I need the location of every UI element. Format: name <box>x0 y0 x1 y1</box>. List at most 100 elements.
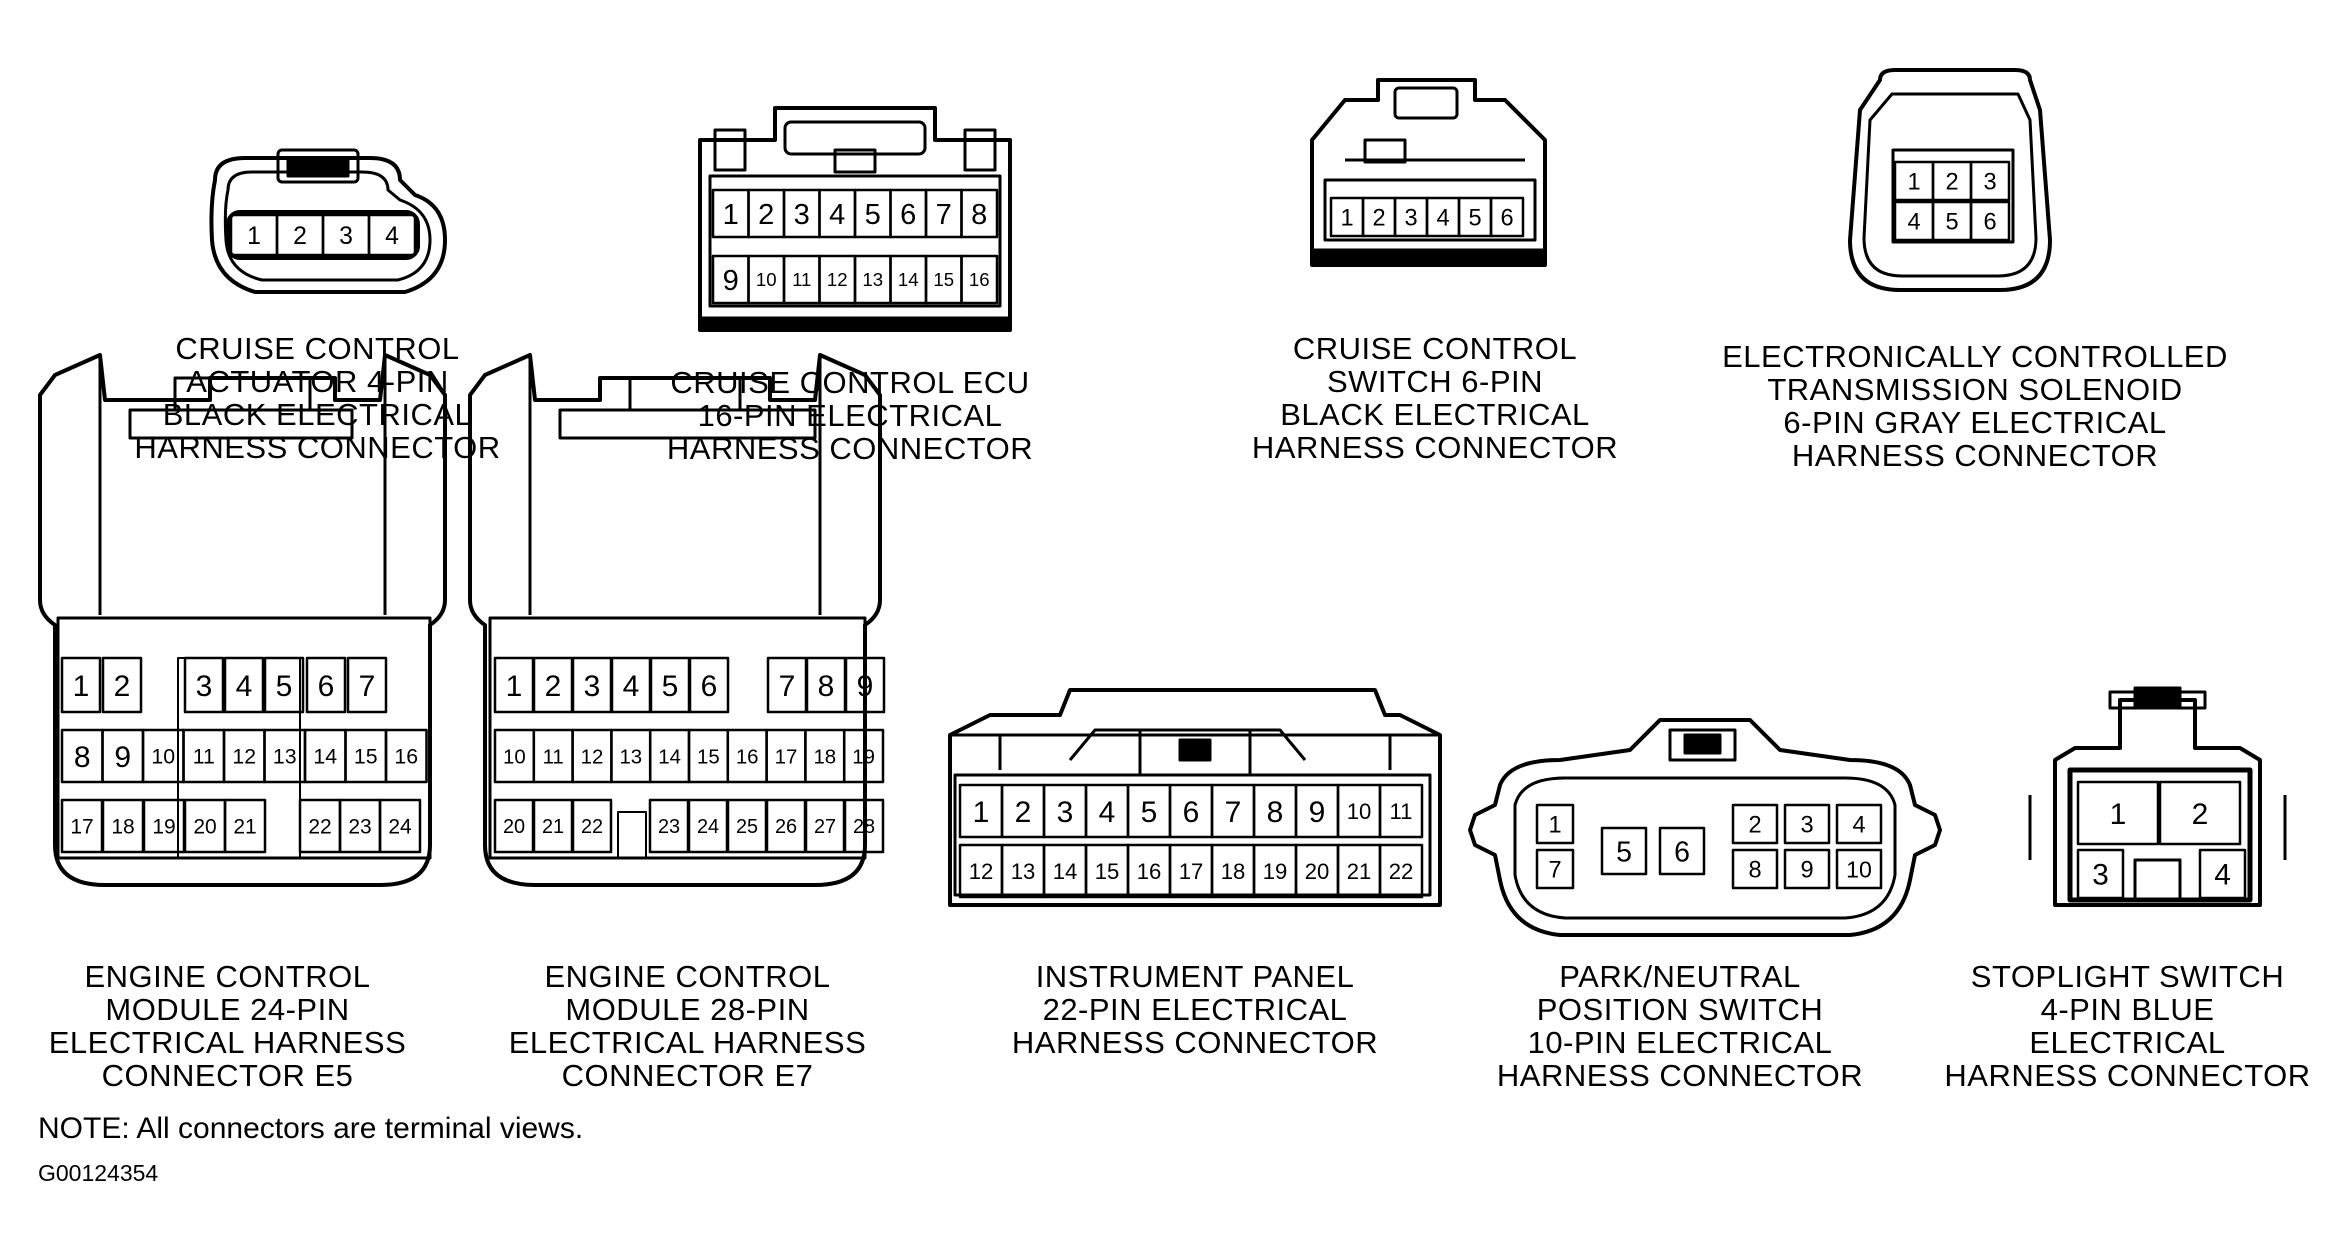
pin-number: 3 <box>794 199 810 231</box>
pin-number: 11 <box>193 745 215 769</box>
connector-ecm-e7 <box>468 353 882 887</box>
pin-number: 8 <box>818 670 835 703</box>
pin-number: 3 <box>584 670 601 703</box>
pin-cell <box>960 188 999 239</box>
pin-cell <box>1835 803 1883 845</box>
pin-number: 1 <box>506 670 523 703</box>
caption-line: 22-PIN ELECTRICAL <box>1042 992 1348 1027</box>
pin-number: 6 <box>1983 209 1996 235</box>
pin-cell <box>60 656 102 714</box>
pin-number: 4 <box>385 223 399 250</box>
pin-number: 15 <box>933 269 954 290</box>
pin-number: 2 <box>1372 205 1385 231</box>
pin-number: 14 <box>898 269 919 290</box>
pin-number: 3 <box>1983 169 1996 195</box>
pin-cell <box>1731 848 1779 890</box>
caption-cc-switch: CRUISE CONTROL SWITCH 6-PIN BLACK ELECTR… <box>1225 332 1645 464</box>
caption-line: CONNECTOR E7 <box>561 1058 814 1093</box>
pin-number: 1 <box>73 670 90 703</box>
pin-number: 15 <box>1095 859 1120 884</box>
pin-number: 11 <box>543 746 564 768</box>
pin-number: 18 <box>111 816 134 839</box>
terminal-view-note: NOTE: All connectors are terminal views. <box>38 1112 584 1145</box>
pin-number: 2 <box>1015 796 1032 829</box>
pin-number: 10 <box>1347 799 1372 824</box>
connector-cc-ecu <box>698 106 1012 332</box>
caption-line: POSITION SWITCH <box>1536 992 1824 1027</box>
caption-ect-solenoid: ELECTRONICALLY CONTROLLED TRANSMISSION S… <box>1695 340 2255 472</box>
pin-cell <box>384 728 428 784</box>
caption-line: 10-PIN ELECTRICAL <box>1527 1025 1833 1060</box>
caption-cc-actuator: CRUISE CONTROL ACTUATOR 4-PIN BLACK ELEC… <box>110 332 525 464</box>
pin-cell <box>1969 160 2011 202</box>
caption-line: HARNESS CONNECTOR <box>1011 1025 1379 1060</box>
pin-number: 3 <box>196 670 213 703</box>
pin-number: 26 <box>775 816 797 838</box>
pin-cell <box>101 656 143 714</box>
pin-number: 21 <box>542 816 564 838</box>
pin-cell <box>688 656 730 714</box>
pin-number: 17 <box>70 816 93 839</box>
pin-number: 13 <box>1011 859 1036 884</box>
pin-number: 8 <box>1267 796 1284 829</box>
pin-number: 10 <box>151 745 175 769</box>
pin-number: 4 <box>1436 205 1449 231</box>
caption-cc-ecu: CRUISE CONTROL ECU 16-PIN ELECTRICAL HAR… <box>640 366 1060 465</box>
caption-line: TRANSMISSION SOLENOID <box>1767 372 2183 407</box>
pin-number: 23 <box>658 816 680 838</box>
pin-number: 6 <box>1500 205 1513 231</box>
pin-cell <box>1783 803 1831 845</box>
pin-number: 7 <box>1225 796 1242 829</box>
caption-line: BLACK ELECTRICAL <box>1280 397 1590 432</box>
caption-line: HARNESS CONNECTOR <box>1791 438 2159 473</box>
pin-number: 12 <box>232 745 256 769</box>
caption-line: 16-PIN ELECTRICAL <box>697 398 1003 433</box>
pin-number: 9 <box>857 670 874 703</box>
pin-number: 13 <box>273 745 297 769</box>
pin-number: 1 <box>1548 812 1561 838</box>
pin-cell <box>843 798 885 854</box>
caption-line: MODULE 28-PIN <box>565 992 810 1027</box>
pin-number: 9 <box>723 265 739 297</box>
pin-cell <box>1969 200 2011 242</box>
pin-cell <box>1535 848 1575 890</box>
pin-number: 1 <box>1340 205 1353 231</box>
caption-line: HARNESS CONNECTOR <box>134 430 501 465</box>
caption-line: CRUISE CONTROL <box>175 331 460 366</box>
pin-number: 5 <box>1141 796 1158 829</box>
pin-cell <box>842 728 885 784</box>
pin-number: 9 <box>114 741 131 774</box>
pin-number: 4 <box>2214 859 2231 892</box>
pin-number: 16 <box>736 746 759 768</box>
pin-number: 3 <box>2092 859 2109 892</box>
pin-number: 1 <box>723 199 739 231</box>
pin-cell <box>1489 196 1525 238</box>
pin-number: 7 <box>1548 857 1561 883</box>
pin-cell <box>960 254 999 305</box>
caption-line: PARK/NEUTRAL <box>1559 959 1801 994</box>
pin-number: 3 <box>1404 205 1417 231</box>
pin-number: 3 <box>1057 796 1074 829</box>
pin-number: 4 <box>623 670 640 703</box>
pin-number: 16 <box>969 269 990 290</box>
pin-number: 21 <box>233 816 256 839</box>
connector-park-neutral <box>1468 718 1942 937</box>
figure-code: G00124354 <box>38 1160 159 1186</box>
pin-number: 1 <box>973 796 990 829</box>
caption-line: HARNESS CONNECTOR <box>666 431 1034 466</box>
pin-number: 3 <box>1800 812 1813 838</box>
pin-number: 5 <box>1945 209 1958 235</box>
caption-line: ELECTRICAL HARNESS <box>48 1025 407 1060</box>
pin-number: 19 <box>852 746 875 768</box>
pin-number: 17 <box>1179 859 1204 884</box>
pin-number: 20 <box>193 816 216 839</box>
pin-number: 2 <box>2192 798 2209 831</box>
pin-number: 14 <box>658 746 681 768</box>
pin-number: 2 <box>114 670 131 703</box>
pin-number: 14 <box>1053 859 1078 884</box>
pin-cell <box>1600 826 1648 876</box>
pin-number: 27 <box>814 816 836 838</box>
pin-cell <box>2076 848 2125 900</box>
